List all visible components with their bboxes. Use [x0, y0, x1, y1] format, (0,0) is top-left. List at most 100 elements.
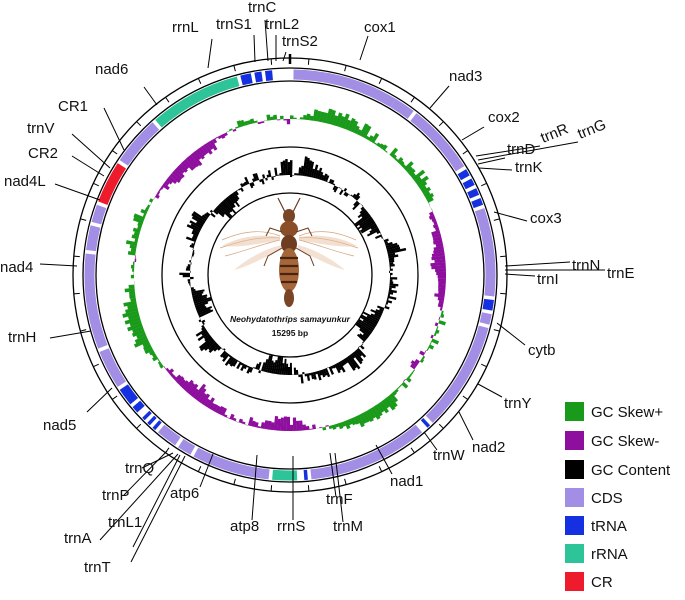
gc-skew-bar [328, 425, 333, 430]
gc-skew-bar [341, 113, 350, 129]
legend-item-gc-content: GC Content [565, 460, 671, 479]
gc-skew-bar [133, 338, 149, 348]
gc-content-bar [271, 362, 276, 374]
gc-content-bar [345, 357, 356, 371]
gc-content-bar [340, 188, 343, 190]
gene-arc-cds [310, 424, 423, 480]
gc-content-bar [217, 204, 232, 220]
scale-tick [80, 218, 87, 221]
gc-content-bar [189, 244, 195, 249]
gc-skew-bar [235, 126, 239, 129]
gene-label-trnL1: trnL1 [108, 514, 142, 531]
gc-content-bar [202, 322, 205, 326]
gc-skew-bar [206, 141, 214, 151]
gc-content-bar [338, 186, 341, 189]
gc-content-bar [186, 224, 201, 233]
gc-content-bar [386, 246, 401, 253]
gene-label-trnK: trnK [515, 159, 543, 176]
gc-content-bar [388, 257, 395, 261]
gc-skew-bar [419, 358, 425, 363]
gc-skew-bar [338, 115, 346, 128]
gc-content-bar [223, 348, 226, 351]
gc-skew-bar [315, 428, 320, 429]
gc-skew-bar [214, 405, 221, 414]
gc-skew-bar [302, 424, 307, 431]
scale-tick [136, 423, 142, 429]
gc-skew-bar [174, 168, 185, 179]
gc-content-bar [362, 311, 380, 322]
gc-skew-bar [169, 172, 181, 184]
gc-skew-bar [185, 156, 197, 169]
gc-content-bar [356, 347, 367, 358]
gc-skew-bar [129, 319, 142, 327]
gene-label-CR1: CR1 [58, 98, 88, 115]
gc-content-bar [356, 333, 366, 342]
legend-swatch [565, 516, 584, 535]
gc-content-bar [338, 361, 346, 373]
gc-content-bar [294, 173, 297, 176]
gc-skew-bar [431, 229, 441, 236]
gc-skew-bar [127, 323, 143, 332]
gc-skew-bar [434, 293, 445, 298]
gc-content-bar [196, 306, 213, 314]
gc-skew-bar [289, 424, 294, 432]
gc-content-bar [359, 203, 362, 206]
gc-skew-bar [410, 360, 419, 367]
leader-line [199, 453, 214, 488]
leader-line [143, 86, 158, 106]
gc-skew-bar [408, 374, 412, 379]
gc-content-bar [357, 312, 378, 326]
gc-content-bar [197, 308, 211, 316]
gc-content-bar [361, 204, 364, 207]
gc-content-bar [366, 228, 380, 237]
gc-skew-bar [426, 196, 434, 203]
gc-skew-bar [356, 414, 365, 428]
gc-content-bar [355, 214, 371, 227]
gc-content-bar [219, 350, 227, 358]
gc-content-bar [192, 294, 208, 300]
gc-skew-bar [306, 113, 311, 121]
gc-content-bar [244, 176, 250, 185]
gene-labels: cox1 nad3 cox2 trnR trnG trnD trnK cox3 … [0, 0, 635, 576]
gene-ring-outer [82, 67, 498, 483]
gene-arc-rrna [155, 76, 240, 128]
gc-skew-bar [283, 119, 287, 121]
gc-skew-bar [438, 284, 446, 289]
gc-skew-bar [244, 424, 249, 426]
gc-content-bar [389, 285, 396, 289]
gc-skew-bar [439, 307, 443, 311]
gc-content-bar [389, 264, 395, 267]
gc-skew-bar [251, 420, 256, 427]
gc-skew-bar [178, 163, 188, 173]
gc-content-bar [204, 340, 216, 351]
gc-content-bar [240, 363, 246, 372]
gc-content-bar [281, 363, 285, 375]
gc-skew-bar [431, 217, 437, 223]
gc-skew-bar [158, 188, 162, 193]
gc-skew-bar [428, 344, 435, 350]
gc-content-bar [191, 213, 206, 224]
gene-label-trnP: trnP [102, 487, 130, 504]
gc-skew-bar [373, 142, 378, 146]
gc-skew-bar [128, 313, 140, 320]
gc-content-bar [188, 281, 191, 284]
gc-content-bar [179, 272, 191, 275]
leader-line [429, 85, 450, 109]
gc-content-bar [389, 261, 394, 265]
gc-content-bar [280, 161, 284, 176]
gene-arc-trna [264, 70, 273, 81]
gc-skew-bar [195, 388, 207, 402]
gc-content-bar [210, 212, 216, 218]
gc-skew-bar [441, 310, 444, 315]
gc-content-bar [361, 211, 369, 218]
gc-content-bar [189, 220, 203, 229]
gc-skew-bar [410, 371, 414, 376]
gc-skew-bar [431, 338, 440, 345]
gc-skew-bar [132, 227, 141, 234]
gc-skew-bar [178, 378, 186, 387]
gc-content-bar [285, 159, 288, 176]
gc-content-bar [196, 306, 207, 312]
scale-tick [344, 478, 347, 485]
gc-skew-bar [130, 248, 137, 253]
gc-skew-bar [176, 165, 185, 174]
